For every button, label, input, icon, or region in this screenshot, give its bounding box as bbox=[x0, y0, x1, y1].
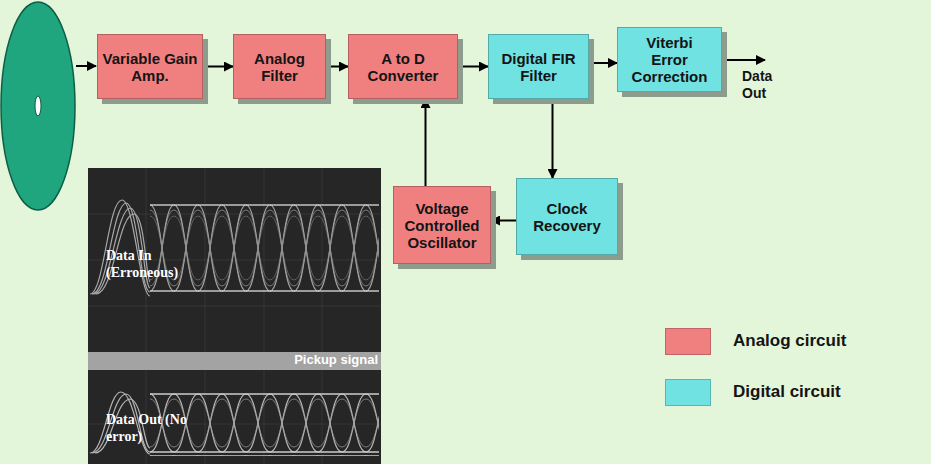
legend-swatch bbox=[665, 328, 711, 355]
signal-arrow bbox=[458, 66, 488, 68]
box-label: Voltage Controlled Oscillator bbox=[400, 200, 484, 251]
signal-arrow bbox=[491, 220, 516, 222]
signal-arrow bbox=[552, 99, 554, 178]
signal-arrow bbox=[425, 99, 427, 186]
photo-caption: Data Out (No error) bbox=[106, 411, 190, 445]
process-box: A to D Converter bbox=[348, 34, 458, 99]
process-box: Viterbi Error Correction bbox=[617, 27, 722, 92]
process-box: Voltage Controlled Oscillator bbox=[393, 186, 491, 264]
box-label: A to D Converter bbox=[353, 50, 453, 84]
legend-text: Analog circuit bbox=[733, 331, 846, 351]
box-label: Variable Gain Amp. bbox=[102, 50, 198, 84]
box-label: Digital FIR Filter bbox=[493, 50, 584, 84]
process-box: Digital FIR Filter bbox=[488, 34, 589, 99]
output-label: Data Out bbox=[742, 68, 786, 102]
box-label: Analog Filter bbox=[238, 50, 321, 84]
box-label: Clock Recovery bbox=[523, 200, 611, 234]
signal-arrow bbox=[203, 66, 233, 68]
process-box: Analog Filter bbox=[233, 34, 326, 99]
signal-arrow bbox=[326, 66, 348, 68]
band-label: Pickup signal bbox=[256, 352, 378, 368]
box-label: Viterbi Error Correction bbox=[628, 34, 711, 85]
process-box: Clock Recovery bbox=[516, 178, 618, 255]
legend-swatch bbox=[665, 379, 711, 406]
signal-arrow bbox=[589, 62, 617, 64]
legend-text: Digital circuit bbox=[733, 382, 841, 402]
process-box: Variable Gain Amp. bbox=[97, 34, 203, 99]
photo-caption: Data In (Erroneous) bbox=[106, 247, 190, 281]
